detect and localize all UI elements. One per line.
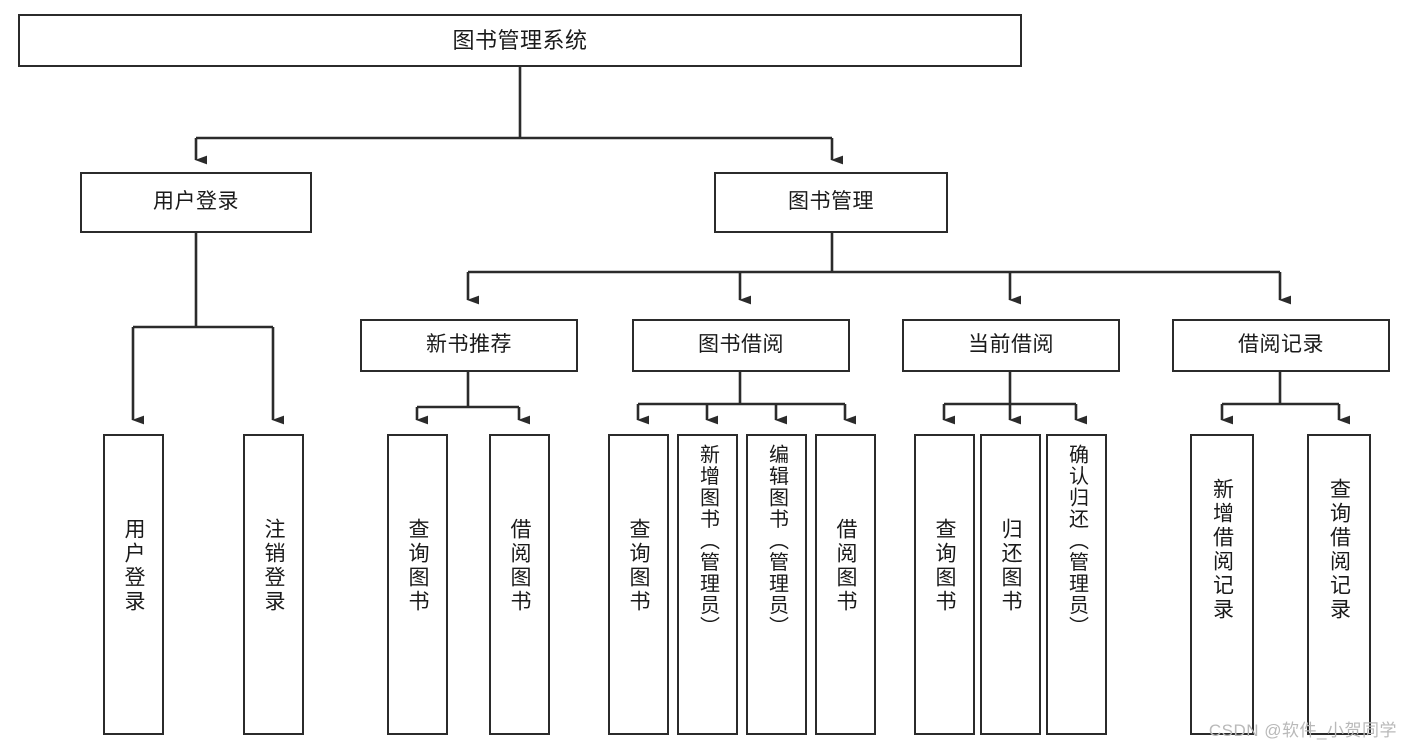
node-current-borrow[interactable]: 当前借阅 bbox=[902, 319, 1120, 372]
leaf-logout-login[interactable]: 注销登录 bbox=[243, 434, 304, 735]
node-label: 查询图书 bbox=[627, 518, 650, 614]
node-label: 用户登录 bbox=[122, 518, 145, 614]
node-label: 查询图书 bbox=[933, 518, 956, 614]
node-label: 新增图书（管理员） bbox=[696, 444, 719, 638]
node-label: 新书推荐 bbox=[426, 333, 512, 357]
node-label: 编辑图书（管理员） bbox=[765, 444, 788, 638]
leaf-query-book-recommend[interactable]: 查询图书 bbox=[387, 434, 448, 735]
leaf-borrow-book-recommend[interactable]: 借阅图书 bbox=[489, 434, 550, 735]
leaf-query-borrow-record[interactable]: 查询借阅记录 bbox=[1307, 434, 1371, 735]
node-label: 图书管理 bbox=[788, 190, 874, 214]
node-book-borrow[interactable]: 图书借阅 bbox=[632, 319, 850, 372]
node-label: 借阅图书 bbox=[508, 518, 531, 614]
leaf-borrow-book[interactable]: 借阅图书 bbox=[815, 434, 876, 735]
node-label: 查询图书 bbox=[406, 518, 429, 614]
node-label: 借阅图书 bbox=[834, 518, 857, 614]
node-label: 注销登录 bbox=[262, 518, 285, 614]
leaf-confirm-return-admin[interactable]: 确认归还（管理员） bbox=[1046, 434, 1107, 735]
node-label: 查询借阅记录 bbox=[1327, 478, 1351, 622]
node-new-book-recommend[interactable]: 新书推荐 bbox=[360, 319, 578, 372]
leaf-query-book-current[interactable]: 查询图书 bbox=[914, 434, 975, 735]
node-user-login[interactable]: 用户登录 bbox=[80, 172, 312, 233]
node-label: 图书管理系统 bbox=[452, 27, 588, 53]
leaf-query-book-borrow[interactable]: 查询图书 bbox=[608, 434, 669, 735]
node-label: 图书借阅 bbox=[698, 333, 784, 357]
leaf-add-book-admin[interactable]: 新增图书（管理员） bbox=[677, 434, 738, 735]
node-root-book-management-system[interactable]: 图书管理系统 bbox=[18, 14, 1022, 67]
node-book-management[interactable]: 图书管理 bbox=[714, 172, 948, 233]
node-borrow-record[interactable]: 借阅记录 bbox=[1172, 319, 1390, 372]
csdn-watermark: CSDN @软件_小贺同学 bbox=[1208, 721, 1397, 740]
node-label: 确认归还（管理员） bbox=[1065, 444, 1088, 638]
node-label: 借阅记录 bbox=[1238, 333, 1324, 357]
leaf-edit-book-admin[interactable]: 编辑图书（管理员） bbox=[746, 434, 807, 735]
leaf-user-login[interactable]: 用户登录 bbox=[103, 434, 164, 735]
node-label: 当前借阅 bbox=[968, 333, 1054, 357]
node-label: 新增借阅记录 bbox=[1210, 478, 1234, 622]
node-label: 归还图书 bbox=[999, 518, 1022, 614]
leaf-add-borrow-record[interactable]: 新增借阅记录 bbox=[1190, 434, 1254, 735]
node-label: 用户登录 bbox=[153, 190, 239, 214]
leaf-return-book[interactable]: 归还图书 bbox=[980, 434, 1041, 735]
